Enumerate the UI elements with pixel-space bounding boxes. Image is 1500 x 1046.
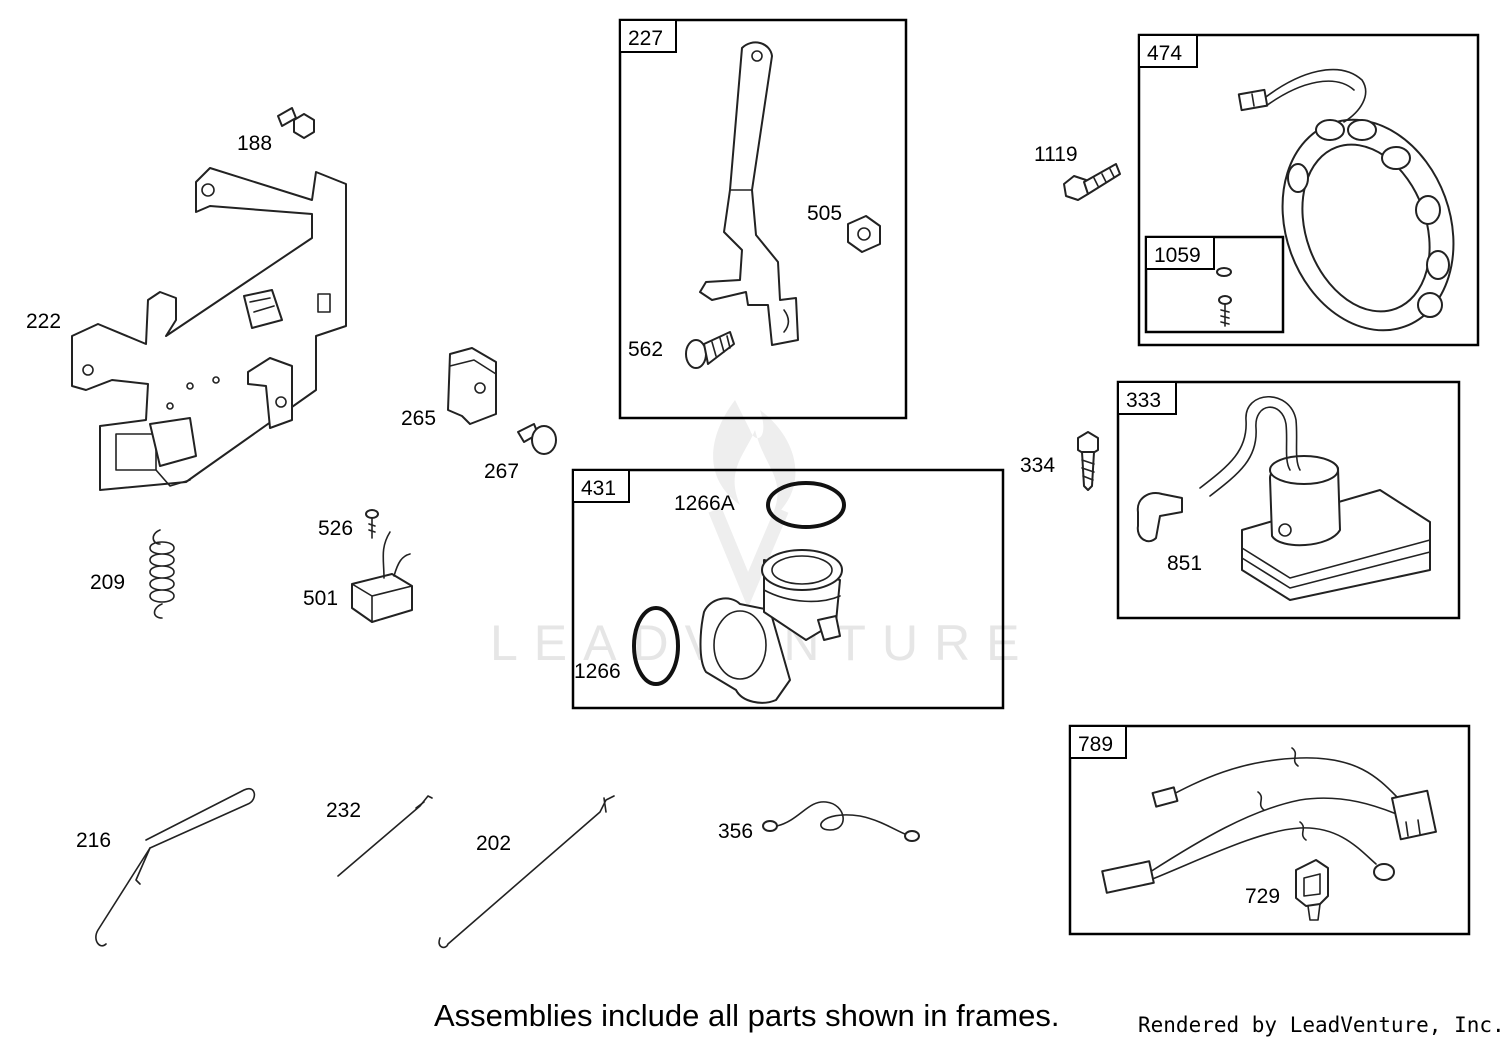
part-209-label: 209 [90, 571, 125, 594]
part-1266A-label: 1266A [674, 492, 735, 515]
frame-1059-label: 1059 [1154, 244, 1201, 267]
part-222-label: 222 [26, 310, 61, 333]
part-356-label: 356 [718, 820, 753, 843]
part-526-label: 526 [318, 517, 353, 540]
control-bracket-222-part[interactable] [71, 167, 347, 491]
screw-526-part[interactable] [365, 509, 379, 539]
ignition-coil-333-part[interactable] [1136, 396, 1431, 601]
bolt-334-part[interactable] [1077, 431, 1099, 491]
part-265-label: 265 [401, 407, 436, 430]
stator-474-part[interactable] [1237, 68, 1482, 355]
frame-789[interactable]: 789 [1068, 724, 1471, 936]
frame-333[interactable]: 333 [1116, 380, 1461, 620]
frame-227[interactable]: 227 [618, 18, 908, 420]
clip-729-part[interactable] [1295, 859, 1329, 921]
link-202-part[interactable] [438, 795, 615, 949]
bolt-1119-part[interactable] [1063, 163, 1121, 201]
part-232-label: 232 [326, 799, 361, 822]
rod-216-part[interactable] [95, 787, 256, 947]
part-216-label: 216 [76, 829, 111, 852]
frame-474-label: 474 [1147, 42, 1182, 65]
part-202-label: 202 [476, 832, 511, 855]
intake-elbow-431-part[interactable] [699, 549, 843, 704]
part-1119-label: 1119 [1034, 143, 1078, 166]
part-267-label: 267 [484, 460, 519, 483]
spring-209-part[interactable] [149, 529, 175, 619]
frame-789-label: 789 [1078, 733, 1113, 756]
harness-789-part[interactable] [1101, 747, 1437, 894]
rendered-by-credit: Rendered by LeadVenture, Inc. [1138, 1013, 1500, 1037]
screw-267-part[interactable] [517, 423, 557, 455]
wire-232-part[interactable] [337, 795, 433, 877]
frame-333-label: 333 [1126, 389, 1161, 412]
switch-501-part[interactable] [351, 531, 413, 623]
frame-431-label: 431 [581, 477, 616, 500]
part-188-label: 188 [237, 132, 272, 155]
part-729-label: 729 [1245, 885, 1280, 908]
washer-screw-1059-part[interactable] [1216, 267, 1232, 327]
assemblies-note: Assemblies include all parts shown in fr… [434, 998, 1059, 1033]
o-ring-1266A-part[interactable] [766, 481, 846, 529]
o-ring-1266-part[interactable] [632, 606, 680, 686]
part-334-label: 334 [1020, 454, 1055, 477]
frame-1059[interactable]: 1059 [1144, 235, 1285, 334]
part-562-label: 562 [628, 338, 663, 361]
frame-474[interactable]: 474 [1137, 33, 1480, 347]
ground-wire-356-part[interactable] [762, 801, 920, 842]
screw-188-part[interactable] [277, 107, 315, 139]
part-501-label: 501 [303, 587, 338, 610]
frame-431[interactable]: 431 [571, 468, 1005, 710]
nut-505-part[interactable] [847, 215, 881, 253]
clip-265-part[interactable] [447, 347, 497, 425]
lever-227-part[interactable] [699, 41, 799, 346]
frame-227-label: 227 [628, 27, 663, 50]
part-851-label: 851 [1167, 552, 1202, 575]
part-505-label: 505 [807, 202, 842, 225]
screw-562-part[interactable] [685, 331, 735, 369]
part-1266-label: 1266 [574, 660, 621, 683]
